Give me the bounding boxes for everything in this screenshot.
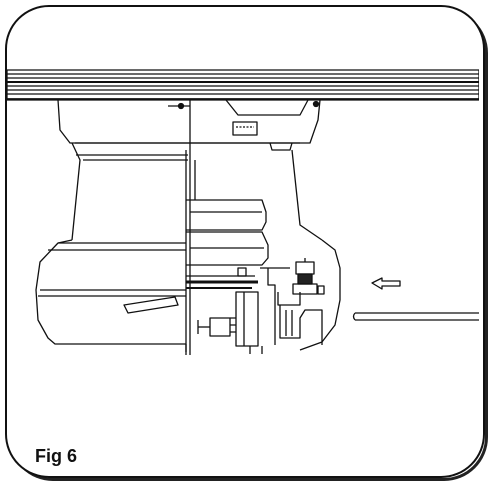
valve-housing bbox=[197, 239, 341, 354]
flow-arrow bbox=[371, 277, 401, 290]
figure-caption: Fig 6 bbox=[35, 446, 78, 466]
lever-bar bbox=[352, 312, 479, 321]
top-rail bbox=[7, 69, 479, 101]
upper-head bbox=[57, 99, 321, 151]
lower-drum bbox=[35, 239, 258, 352]
frame-shadow bbox=[9, 9, 488, 481]
main-body bbox=[71, 142, 323, 355]
